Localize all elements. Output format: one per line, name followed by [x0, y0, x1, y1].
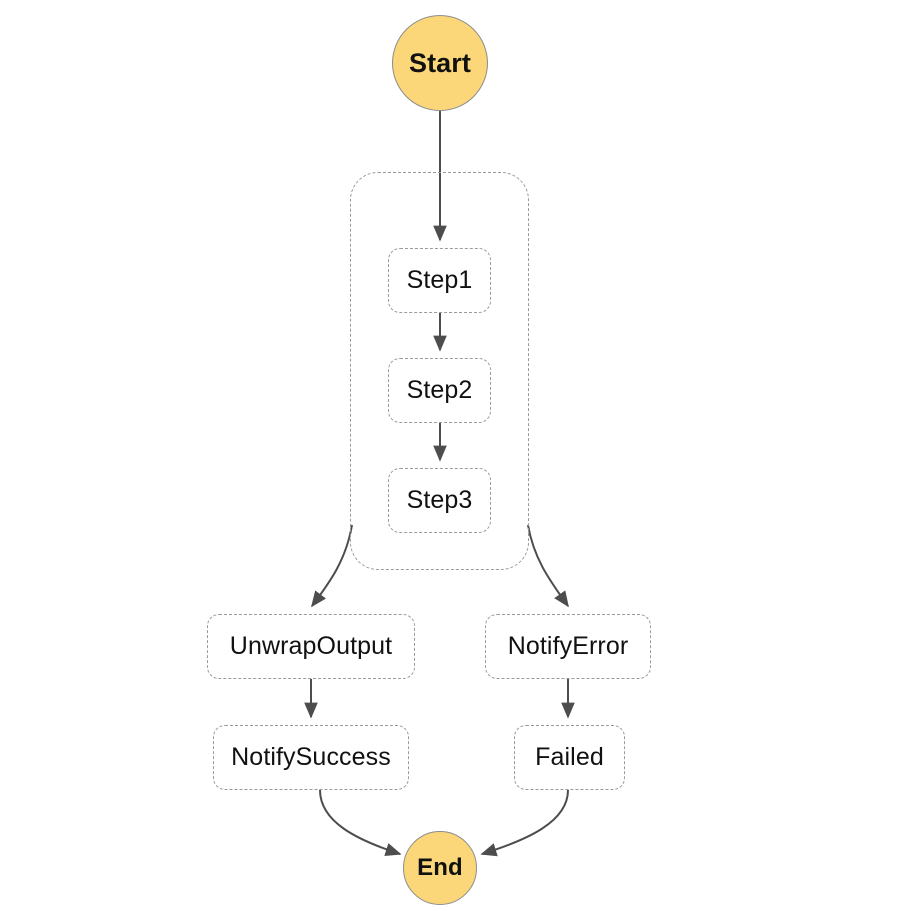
node-start[interactable]: Start [392, 15, 488, 111]
node-step1-label: Step1 [406, 266, 473, 294]
node-notify-error[interactable]: NotifyError [485, 614, 651, 679]
node-notify-success-label: NotifySuccess [231, 743, 391, 771]
node-failed[interactable]: Failed [514, 725, 625, 790]
edge-group-to-unwrap-output [311, 524, 353, 608]
node-end[interactable]: End [403, 831, 477, 905]
node-end-label: End [417, 854, 463, 881]
node-step2[interactable]: Step2 [388, 358, 491, 423]
node-notify-success[interactable]: NotifySuccess [213, 725, 409, 790]
node-step2-label: Step2 [406, 376, 473, 404]
node-step1[interactable]: Step1 [388, 248, 491, 313]
edge-failed-to-end [480, 789, 569, 857]
edge-notify-success-to-end [319, 789, 402, 857]
node-start-label: Start [408, 47, 471, 78]
edge-group-to-notify-error [527, 524, 569, 608]
node-unwrap-output-label: UnwrapOutput [229, 632, 393, 660]
group-steps-container [350, 172, 529, 570]
node-unwrap-output[interactable]: UnwrapOutput [207, 614, 415, 679]
node-notify-error-label: NotifyError [507, 632, 629, 660]
node-step3[interactable]: Step3 [388, 468, 491, 533]
node-step3-label: Step3 [406, 486, 473, 514]
node-failed-label: Failed [535, 743, 604, 771]
